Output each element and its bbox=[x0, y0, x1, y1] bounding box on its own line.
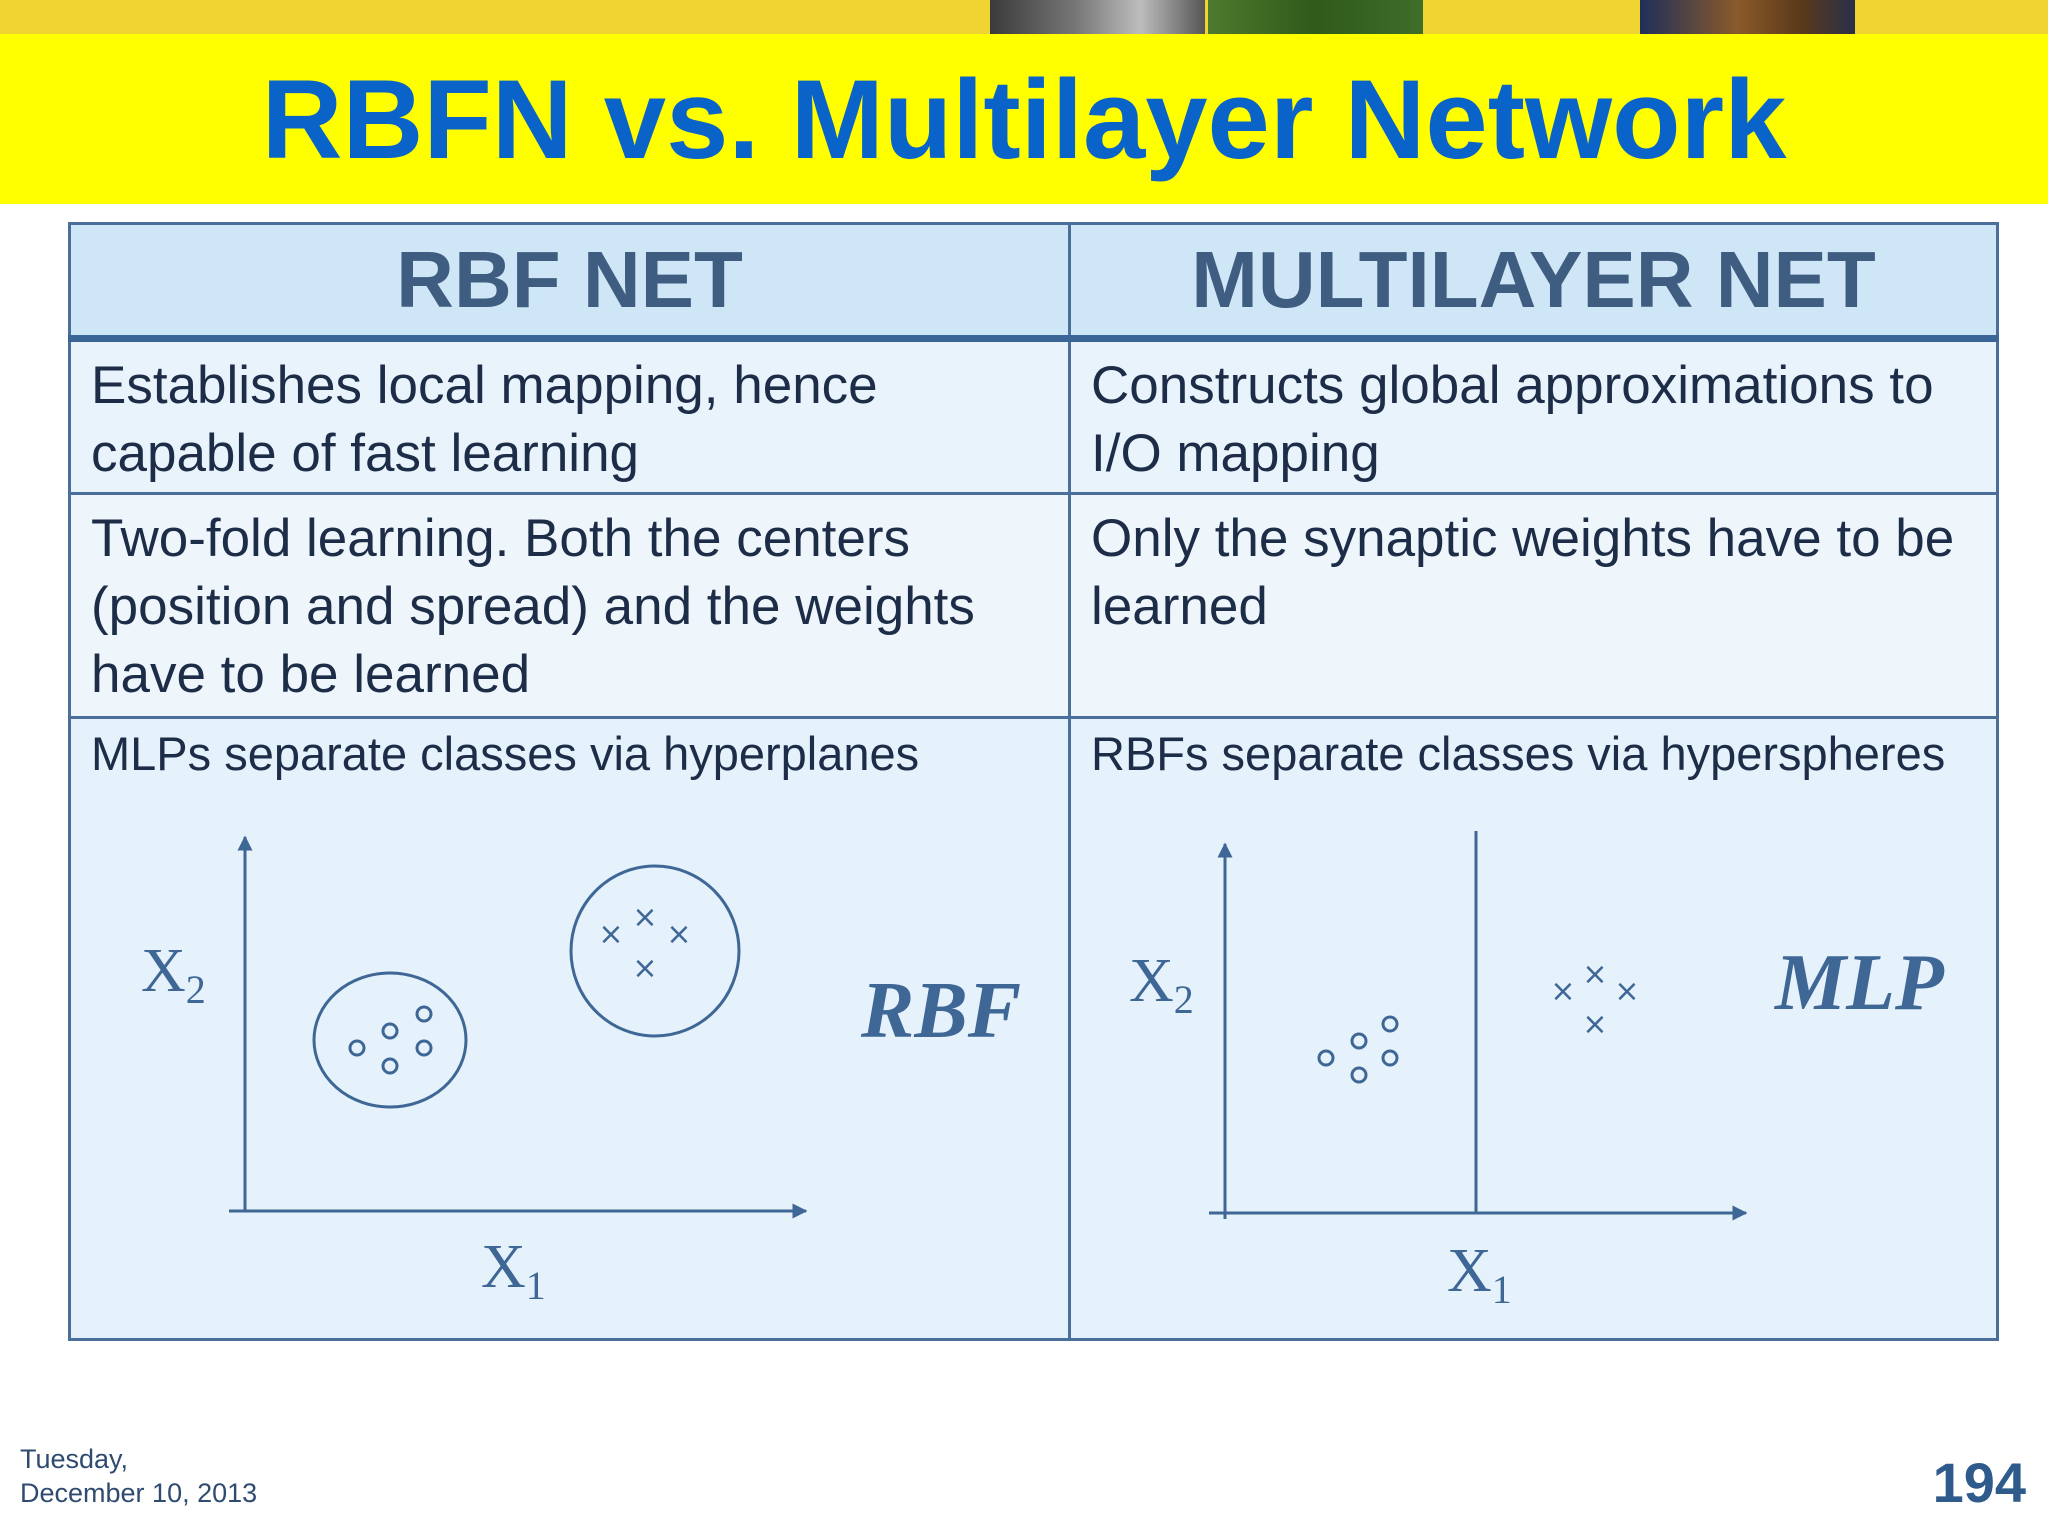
data-point-circle bbox=[1350, 1066, 1368, 1084]
table-header-row: RBF NET MULTILAYER NET bbox=[68, 222, 1999, 342]
table-cell: Establishes local mapping, hence capable… bbox=[68, 337, 1071, 495]
data-point-cross: × bbox=[666, 917, 691, 952]
data-point-cross: × bbox=[1614, 974, 1639, 1009]
data-point-circle bbox=[381, 1022, 399, 1040]
data-point-circle bbox=[348, 1039, 366, 1057]
table-row: Establishes local mapping, hence capable… bbox=[68, 337, 1999, 495]
slide-title: RBFN vs. Multilayer Network bbox=[261, 57, 1787, 182]
data-point-cross: × bbox=[1582, 957, 1607, 992]
title-bar bbox=[0, 34, 2048, 204]
banner-photo bbox=[1208, 0, 1423, 34]
rbf-label: RBF bbox=[860, 967, 1021, 1055]
data-point-cross: × bbox=[632, 900, 657, 935]
data-point-circle bbox=[381, 1057, 399, 1075]
header-rbf-net: RBF NET bbox=[68, 222, 1071, 342]
date-line-full: December 10, 2013 bbox=[20, 1478, 258, 1508]
header-multilayer-net: MULTILAYER NET bbox=[1068, 222, 1999, 342]
table-cell: Constructs global approximations to I/O … bbox=[1068, 337, 1999, 495]
data-point-cross: × bbox=[632, 951, 657, 986]
mlp-label: MLP bbox=[1773, 939, 1945, 1027]
date-line-weekday: Tuesday, bbox=[20, 1444, 129, 1474]
cell-text: Two-fold learning. Both the centers (pos… bbox=[91, 509, 975, 704]
class-crosses: × × × × bbox=[1550, 957, 1639, 1042]
data-point-circle bbox=[415, 1039, 433, 1057]
data-point-circle bbox=[1317, 1049, 1335, 1067]
comparison-table: RBF NET MULTILAYER NET Establishes local… bbox=[68, 222, 1999, 1341]
x-axis-label: X1 bbox=[481, 1233, 546, 1308]
cell-text: MLPs separate classes via hyperplanes bbox=[91, 727, 920, 780]
x-axis-label: X1 bbox=[1447, 1237, 1512, 1312]
banner-photo bbox=[1640, 0, 1855, 34]
data-point-cross: × bbox=[598, 917, 623, 952]
page-number: 194 bbox=[1932, 1451, 2026, 1514]
cell-text: Only the synaptic weights have to be lea… bbox=[1091, 509, 1955, 636]
rbf-diagram: X2 X1 × × × × bbox=[141, 835, 1021, 1308]
table-row: MLPs separate classes via hyperplanes X2… bbox=[68, 716, 1999, 1341]
footer-date: Tuesday, December 10, 2013 bbox=[20, 1442, 257, 1510]
class-crosses: × × × × bbox=[598, 900, 691, 986]
data-point-circle bbox=[415, 1005, 433, 1023]
cluster-circle-crosses bbox=[569, 864, 741, 1038]
table-row: Two-fold learning. Both the centers (pos… bbox=[68, 492, 1999, 719]
data-point-circle bbox=[1381, 1049, 1399, 1067]
class-circles bbox=[1317, 1015, 1399, 1084]
mlp-diagram: X2 X1 × × × × MLP bbox=[1129, 831, 1945, 1312]
table-cell: Two-fold learning. Both the centers (pos… bbox=[68, 492, 1071, 719]
data-point-circle bbox=[1350, 1032, 1368, 1050]
cluster-circle-circles bbox=[312, 971, 468, 1109]
data-point-cross: × bbox=[1582, 1007, 1607, 1042]
class-circles bbox=[348, 1005, 433, 1075]
table-cell-diagram: RBFs separate classes via hyperspheres X… bbox=[1068, 716, 1999, 1341]
data-point-cross: × bbox=[1550, 974, 1575, 1009]
banner-photo bbox=[990, 0, 1205, 34]
table-cell: Only the synaptic weights have to be lea… bbox=[1068, 492, 1999, 719]
y-axis-label: X2 bbox=[141, 937, 206, 1012]
table-cell-diagram: MLPs separate classes via hyperplanes X2… bbox=[68, 716, 1071, 1341]
cell-text: RBFs separate classes via hyperspheres bbox=[1091, 727, 1946, 780]
cell-text: Establishes local mapping, hence capable… bbox=[91, 356, 878, 483]
y-axis-label: X2 bbox=[1129, 947, 1194, 1022]
data-point-circle bbox=[1381, 1015, 1399, 1033]
cell-text: Constructs global approximations to I/O … bbox=[1091, 356, 1934, 483]
